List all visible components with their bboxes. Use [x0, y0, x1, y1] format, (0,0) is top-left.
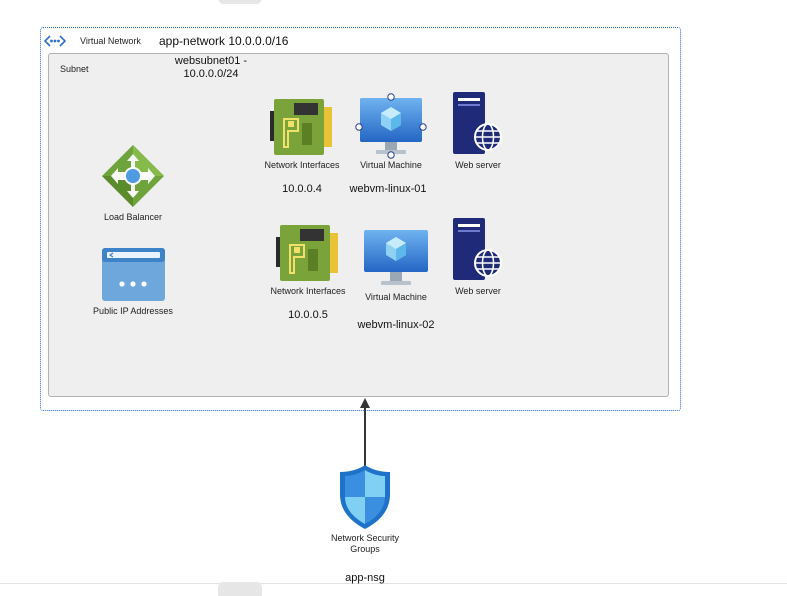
nic2-ip: 10.0.0.5 — [288, 309, 328, 321]
page-tab-bottom — [218, 582, 262, 596]
vm1-name: webvm-linux-01 — [349, 183, 427, 195]
network-security-group-icon[interactable] — [338, 464, 392, 530]
virtual-network-icon — [44, 35, 66, 47]
virtual-network-name: app-network 10.0.0.0/16 — [159, 34, 289, 48]
nic2-label: Network Interfaces — [270, 286, 346, 296]
subnet-container[interactable] — [48, 53, 669, 397]
server2-label: Web server — [455, 286, 501, 296]
load-balancer-label: Load Balancer — [103, 212, 163, 222]
load-balancer-icon[interactable] — [101, 144, 165, 208]
subnet-name-line1: websubnet01 - — [174, 55, 248, 67]
nic1-ip: 10.0.0.4 — [282, 183, 322, 195]
nsg-label-line1: Network Security — [330, 533, 400, 543]
virtual-machine-icon[interactable] — [363, 229, 429, 289]
network-interface-icon[interactable] — [276, 225, 338, 281]
nsg-connector-arrow[interactable] — [358, 396, 372, 468]
nsg-label-line2: Groups — [350, 544, 380, 554]
nsg-name: app-nsg — [345, 572, 385, 584]
page-tab-top — [218, 0, 262, 4]
nic1-label: Network Interfaces — [264, 160, 340, 170]
public-ip-icon[interactable] — [102, 248, 165, 301]
vm1-label: Virtual Machine — [360, 160, 422, 170]
virtual-network-container[interactable] — [40, 27, 681, 411]
web-server-icon[interactable] — [453, 92, 503, 154]
virtual-machine-icon[interactable] — [354, 93, 428, 159]
virtual-network-label: Virtual Network — [80, 36, 141, 46]
public-ip-label: Public IP Addresses — [93, 306, 173, 316]
server1-label: Web server — [455, 160, 501, 170]
network-interface-icon[interactable] — [270, 99, 332, 155]
page-divider — [0, 583, 787, 584]
vm2-name: webvm-linux-02 — [357, 319, 435, 331]
vm2-label: Virtual Machine — [365, 292, 427, 302]
subnet-label: Subnet — [60, 64, 89, 74]
web-server-icon[interactable] — [453, 218, 503, 280]
subnet-name-line2: 10.0.0.0/24 — [183, 68, 239, 80]
